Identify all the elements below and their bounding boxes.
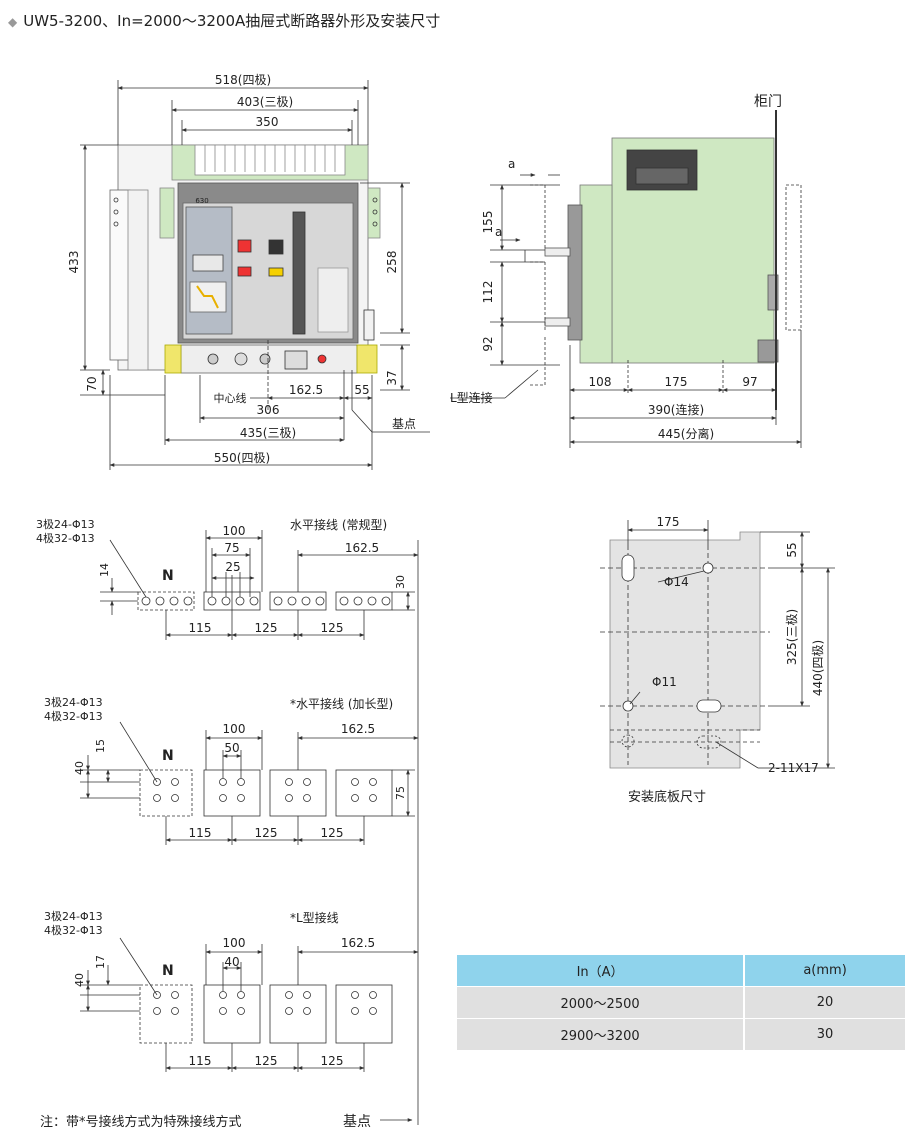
wiring-3-title: *L型接线 [290, 910, 339, 925]
wiring-3-100: 100 [223, 936, 246, 950]
cabinet-door-label: 柜门 [754, 94, 782, 110]
footnote: 注：带*号接线方式为特殊接线方式 [40, 1115, 242, 1130]
wiring-2-50: 50 [224, 741, 239, 755]
dim-518: 518(四极) [215, 73, 271, 87]
table-cell: 2000～2500 [454, 986, 745, 1019]
side-view-labels: 柜门 a a 155 112 92 L型连接 108 175 97 390(连接… [450, 94, 782, 441]
wiring-1-30: 30 [394, 575, 407, 589]
dim-70: 70 [85, 376, 99, 391]
wiring-1-75: 75 [224, 541, 239, 555]
dim-390: 390(连接) [648, 402, 704, 417]
dim-435: 435(三极) [240, 426, 296, 440]
dim-92: 92 [481, 336, 495, 351]
wiring-3-poles4: 4极32-Φ13 [44, 923, 103, 937]
wiring-3-17: 17 [94, 955, 107, 969]
wiring-2-labels: *水平接线 (加长型) 3极24-Φ13 4极32-Φ13 N 100 50 1… [44, 695, 407, 840]
wiring-3-40: 40 [224, 955, 239, 969]
dim-440: 440(四极) [811, 640, 825, 696]
dim-306: 306 [257, 403, 280, 417]
wiring-3-40v: 40 [73, 973, 86, 987]
table-header: a(mm) [743, 955, 905, 987]
dim-350: 350 [256, 115, 279, 129]
wiring-3-115: 115 [189, 1054, 212, 1068]
wiring-3-poles3: 3极24-Φ13 [44, 909, 103, 923]
dim-108: 108 [589, 375, 612, 389]
dim-155: 155 [481, 211, 495, 234]
wiring-1-25: 25 [225, 560, 240, 574]
wiring-1-14: 14 [98, 563, 111, 577]
wiring-2-title: *水平接线 (加长型) [290, 696, 393, 711]
wiring-2-162-5: 162.5 [341, 722, 375, 736]
dim-258: 258 [385, 251, 399, 274]
wiring-2-40: 40 [73, 761, 86, 775]
side-view [450, 110, 802, 448]
base-point-label: 基点 [392, 417, 416, 431]
dim-55-plate: 55 [785, 542, 799, 557]
wiring-2-125a: 125 [255, 826, 278, 840]
wiring-1-125b: 125 [321, 621, 344, 635]
table-header-row: In（A） a(mm) [454, 955, 905, 987]
front-view-labels: 518(四极) 403(三极) 350 433 258 70 37 630 中心… [67, 73, 416, 465]
plate-labels: 175 55 325(三极) 440(四极) Φ14 Φ11 2-11X17 安… [628, 515, 825, 805]
center-line-label: 中心线 [214, 391, 247, 405]
wiring-2-100: 100 [223, 722, 246, 736]
dim-a-mid: a [495, 225, 502, 239]
dim-175: 175 [665, 375, 688, 389]
wiring-1-115: 115 [189, 621, 212, 635]
wiring-1-162-5: 162.5 [345, 541, 379, 555]
phi11-label: Φ11 [652, 675, 677, 689]
wiring-2-poles4: 4极32-Φ13 [44, 709, 103, 723]
table-row: 2900～3200 30 [454, 1018, 905, 1050]
phi14-label: Φ14 [664, 575, 689, 589]
wiring-3-162-5: 162.5 [341, 936, 375, 950]
table-cell: 30 [743, 1018, 905, 1050]
wiring-1-labels: 水平接线 (常规型) 3极24-Φ13 4极32-Φ13 N 100 75 25… [36, 517, 407, 635]
dim-325: 325(三极) [785, 609, 799, 665]
base-point-bottom: 基点 [343, 1113, 371, 1130]
wiring-3-labels: *L型接线 3极24-Φ13 4极32-Φ13 N 100 40 162.5 4… [44, 909, 375, 1130]
table-header: In（A） [454, 955, 745, 987]
display-readout: 630 [195, 197, 208, 205]
wiring-2-n: N [162, 748, 174, 764]
wiring-1-125a: 125 [255, 621, 278, 635]
dim-a-top: a [508, 157, 515, 171]
dim-175-plate: 175 [657, 515, 680, 529]
wiring-diagrams [80, 530, 419, 1125]
mounting-plate [600, 520, 835, 769]
l-connection-label: L型连接 [450, 390, 493, 405]
dim-445: 445(分离) [658, 426, 714, 441]
dim-433: 433 [67, 251, 81, 274]
dim-112: 112 [481, 281, 495, 304]
wiring-3-125a: 125 [255, 1054, 278, 1068]
wiring-1-poles3: 3极24-Φ13 [36, 517, 95, 531]
wiring-1-title: 水平接线 (常规型) [290, 517, 387, 532]
wiring-1-100: 100 [223, 524, 246, 538]
plate-caption: 安装底板尺寸 [628, 789, 706, 805]
wiring-1-poles4: 4极32-Φ13 [36, 531, 95, 545]
wiring-2-15: 15 [94, 739, 107, 753]
dim-55: 55 [354, 383, 369, 397]
table-row: 2000～2500 20 [454, 986, 905, 1019]
dim-550: 550(四极) [214, 451, 270, 465]
dim-403: 403(三极) [237, 95, 293, 109]
wiring-3-125b: 125 [321, 1054, 344, 1068]
table-cell: 20 [743, 986, 905, 1019]
a-dimension-table: In（A） a(mm) 2000～2500 20 2900～3200 30 [454, 955, 905, 1050]
wiring-1-n: N [162, 568, 174, 584]
wiring-2-125b: 125 [321, 826, 344, 840]
dim-97: 97 [742, 375, 757, 389]
wiring-2-115: 115 [189, 826, 212, 840]
dim-37: 37 [385, 370, 399, 385]
wiring-2-poles3: 3极24-Φ13 [44, 695, 103, 709]
wiring-3-n: N [162, 963, 174, 979]
dim-162-5: 162.5 [289, 383, 323, 397]
bullet-icon: ◆ [8, 15, 18, 29]
wiring-2-75: 75 [394, 786, 407, 800]
slot-label: 2-11X17 [768, 761, 819, 775]
front-view [80, 80, 430, 470]
table-cell: 2900～3200 [454, 1018, 745, 1050]
page-title: ◆UW5-3200、In=2000～3200A抽屉式断路器外形及安装尺寸 [8, 12, 441, 30]
